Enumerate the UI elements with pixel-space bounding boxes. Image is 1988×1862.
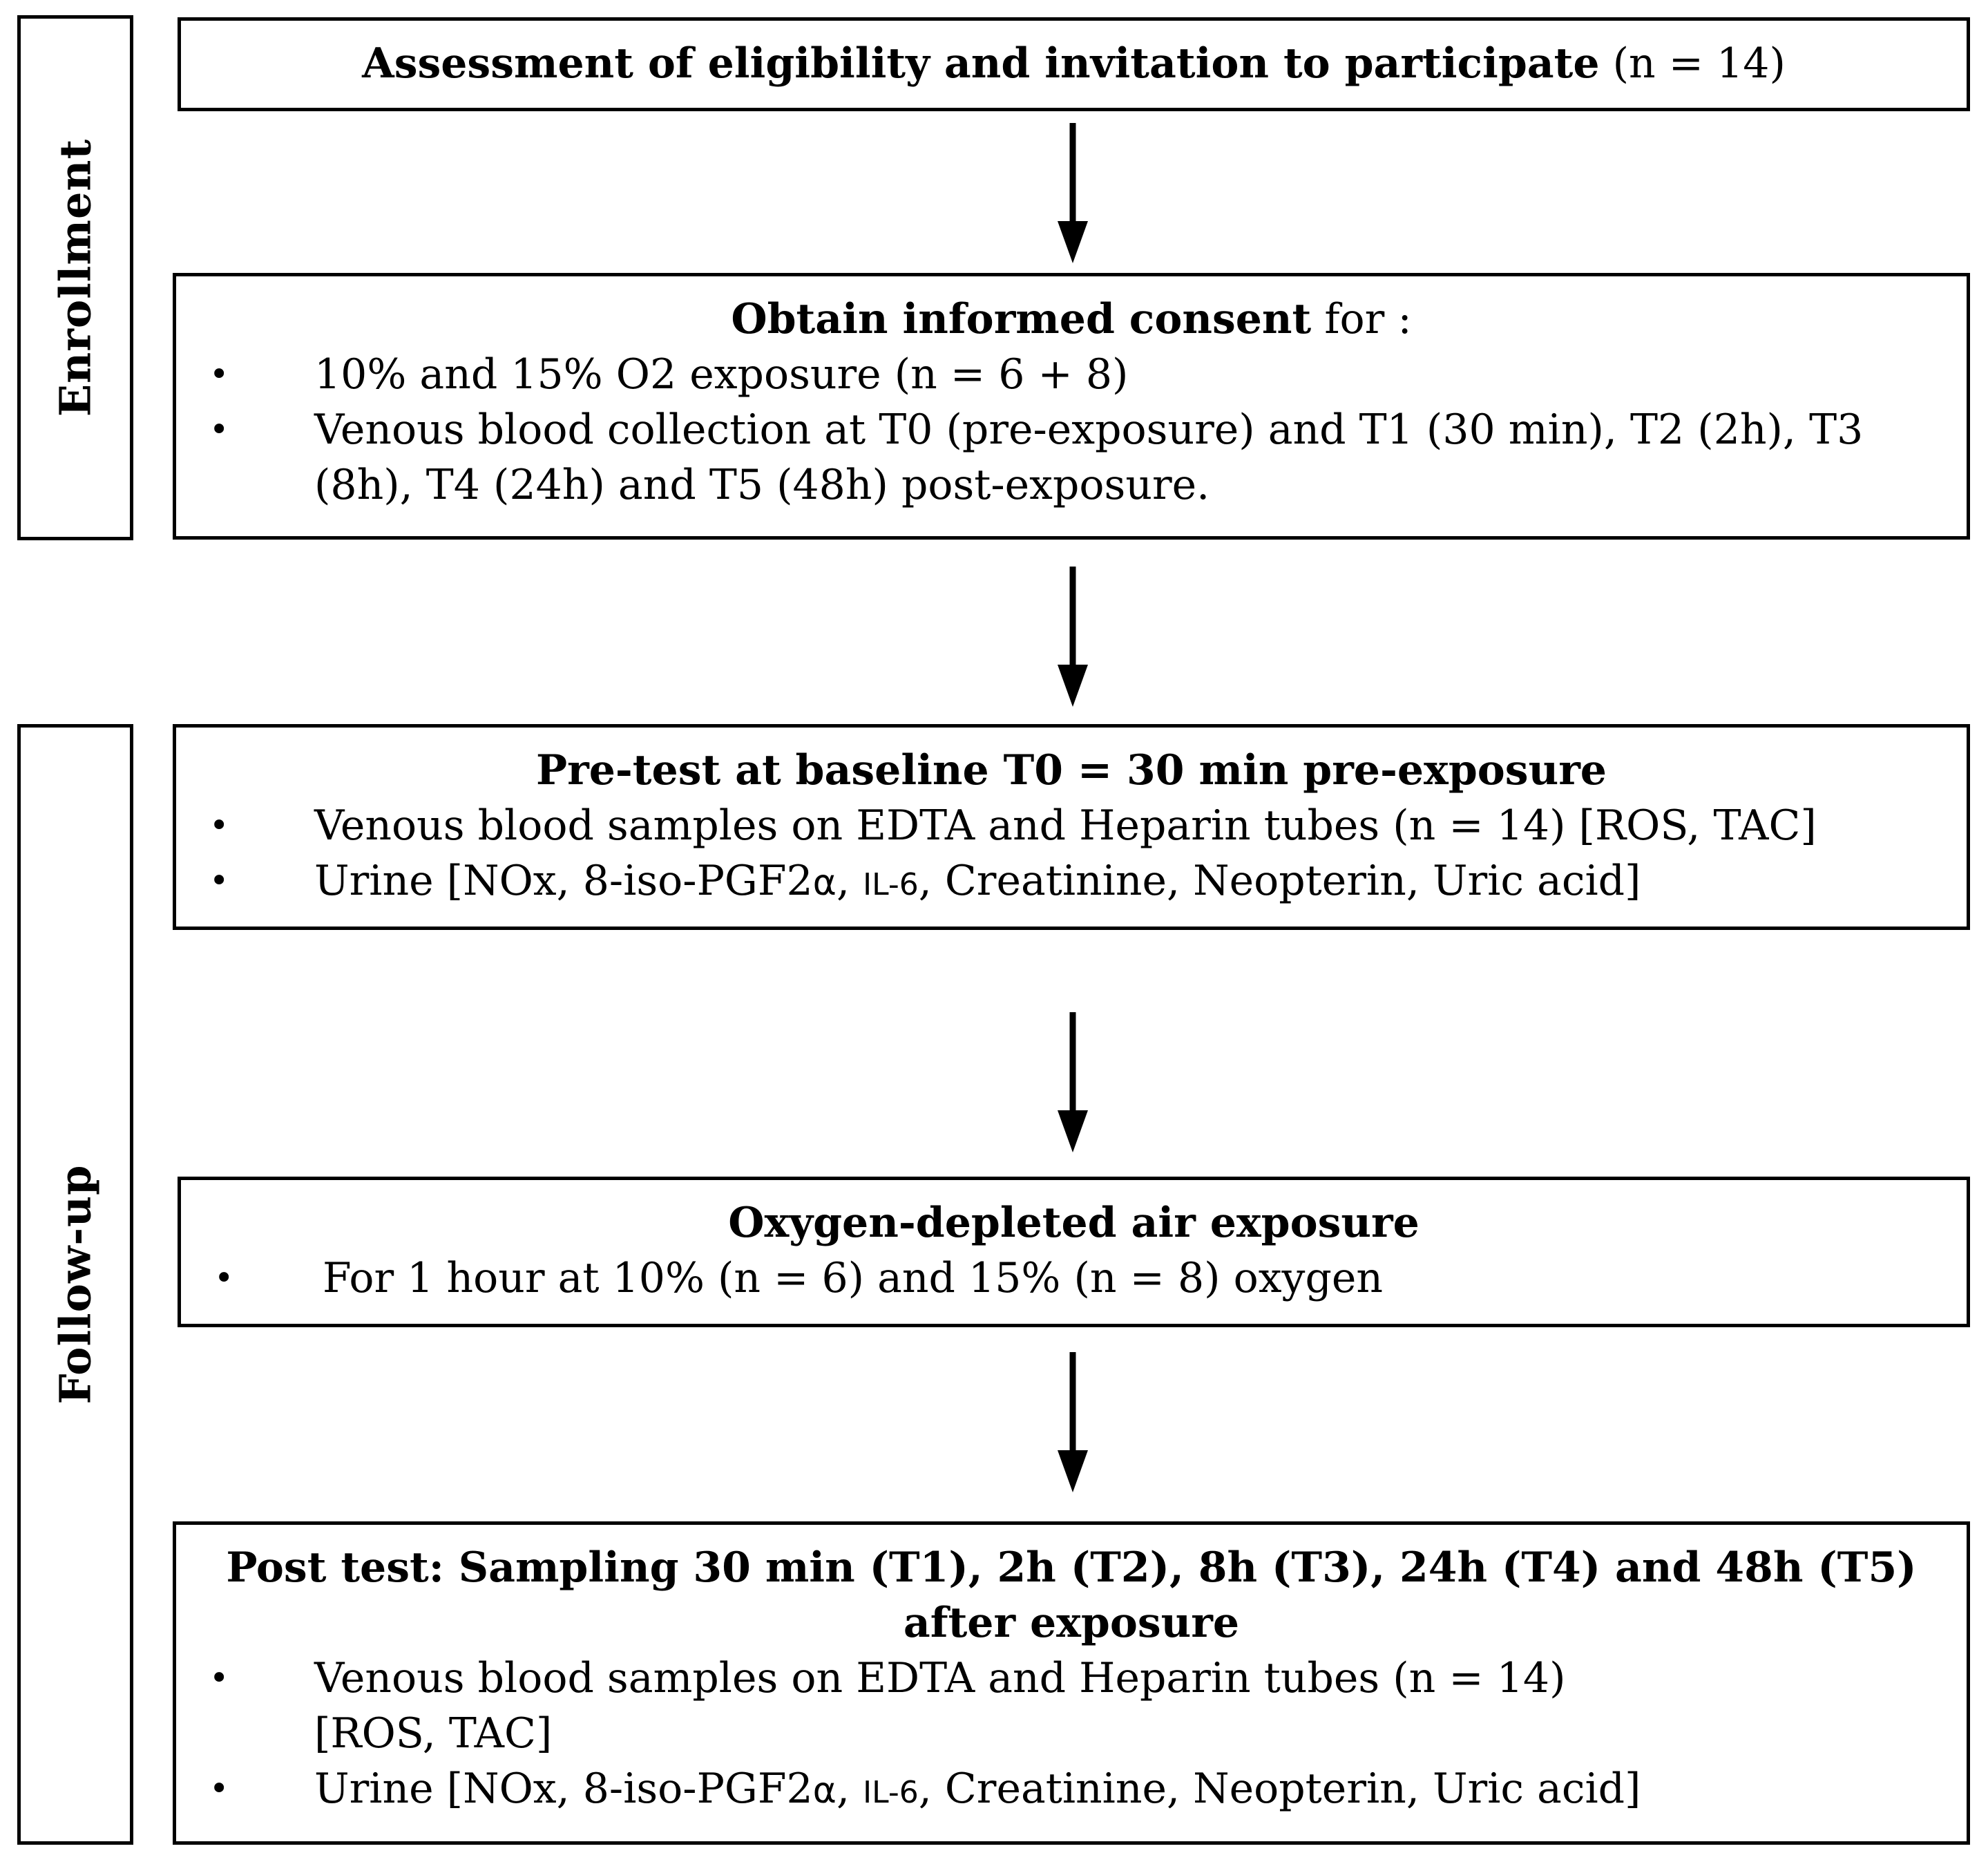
follow-up-label: Follow-up — [50, 1164, 101, 1405]
alpha-symbol: α — [812, 1770, 837, 1812]
posttest-bullet: • Venous blood samples on EDTA and Hepar… — [176, 1651, 1967, 1761]
pretest-box: Pre-test at baseline T0 = 30 min pre-exp… — [173, 724, 1970, 930]
assessment-box: Assessment of eligibility and invitation… — [178, 17, 1970, 111]
consent-bullet-text: 10% and 15% O2 exposure (n = 6 + 8) — [314, 350, 1129, 399]
consent-title-suffix: for : — [1311, 295, 1412, 343]
consent-box: Obtain informed consent for : • 10% and … — [173, 273, 1970, 540]
arrow-down-icon — [1058, 567, 1088, 707]
posttest-title-line1: Post test: Sampling 30 min (T1), 2h (T2)… — [226, 1543, 1917, 1592]
enrollment-section: Enrollment — [17, 15, 133, 540]
posttest-bullet-text: Venous blood samples on EDTA and Heparin… — [314, 1654, 1566, 1758]
assessment-title-count: (n = 14) — [1599, 39, 1786, 88]
consent-bullet-text: Venous blood collection at T0 (pre-expos… — [314, 406, 1864, 509]
arrow-down-icon — [1058, 1352, 1088, 1492]
consent-title-bold: Obtain informed consent — [731, 295, 1312, 343]
urine-text-b: , — [836, 1765, 863, 1813]
bullet-icon: • — [209, 410, 229, 449]
consent-title: Obtain informed consent for : — [176, 292, 1967, 347]
assessment-title-bold: Assessment of eligibility and invitation… — [362, 39, 1600, 88]
bullet-icon: • — [214, 1259, 234, 1298]
urine-text-c: , Creatinine, Neopterin, Uric acid] — [918, 1765, 1641, 1813]
pretest-bullet-text: Venous blood samples on EDTA and Heparin… — [314, 801, 1817, 850]
urine-text-a: Urine [NOx, 8-iso-PGF2 — [314, 857, 813, 905]
pretest-bullet: • Venous blood samples on EDTA and Hepar… — [176, 798, 1967, 853]
bullet-icon: • — [209, 862, 229, 900]
follow-up-section: Follow-up — [17, 724, 133, 1845]
posttest-urine-bullet: • Urine [NOx, 8-iso-PGF2α, IL-6, Creatin… — [176, 1761, 1967, 1821]
il6-text: IL-6 — [863, 1775, 919, 1810]
posttest-box: Post test: Sampling 30 min (T1), 2h (T2)… — [173, 1521, 1970, 1845]
bullet-icon: • — [209, 1769, 229, 1808]
consent-bullet: • Venous blood collection at T0 (pre-exp… — [176, 402, 1967, 513]
posttest-title: Post test: Sampling 30 min (T1), 2h (T2)… — [176, 1540, 1967, 1651]
exposure-title-bold: Oxygen-depleted air exposure — [728, 1199, 1420, 1247]
consent-bullet: • 10% and 15% O2 exposure (n = 6 + 8) — [176, 347, 1967, 402]
pretest-title-bold: Pre-test at baseline T0 = 30 min pre-exp… — [536, 746, 1607, 795]
il6-text: IL-6 — [863, 867, 919, 902]
exposure-title: Oxygen-depleted air exposure — [181, 1195, 1967, 1251]
bullet-icon: • — [209, 806, 229, 845]
urine-text-b: , — [836, 857, 863, 905]
pretest-title: Pre-test at baseline T0 = 30 min pre-exp… — [176, 743, 1967, 798]
enrollment-label: Enrollment — [50, 138, 101, 417]
alpha-symbol: α — [812, 862, 837, 904]
exposure-box: Oxygen-depleted air exposure • For 1 hou… — [178, 1177, 1970, 1327]
urine-text-c: , Creatinine, Neopterin, Uric acid] — [918, 857, 1641, 905]
arrow-down-icon — [1058, 1012, 1088, 1152]
arrow-down-icon — [1058, 123, 1088, 263]
exposure-bullet-text: For 1 hour at 10% (n = 6) and 15% (n = 8… — [323, 1254, 1384, 1302]
bullet-icon: • — [209, 1659, 229, 1698]
exposure-bullet: • For 1 hour at 10% (n = 6) and 15% (n =… — [181, 1251, 1967, 1306]
urine-text-a: Urine [NOx, 8-iso-PGF2 — [314, 1765, 813, 1813]
pretest-urine-bullet: • Urine [NOx, 8-iso-PGF2α, IL-6, Creatin… — [176, 853, 1967, 913]
assessment-title: Assessment of eligibility and invitation… — [181, 36, 1967, 91]
posttest-title-line2: after exposure — [903, 1599, 1240, 1647]
bullet-icon: • — [209, 355, 229, 394]
